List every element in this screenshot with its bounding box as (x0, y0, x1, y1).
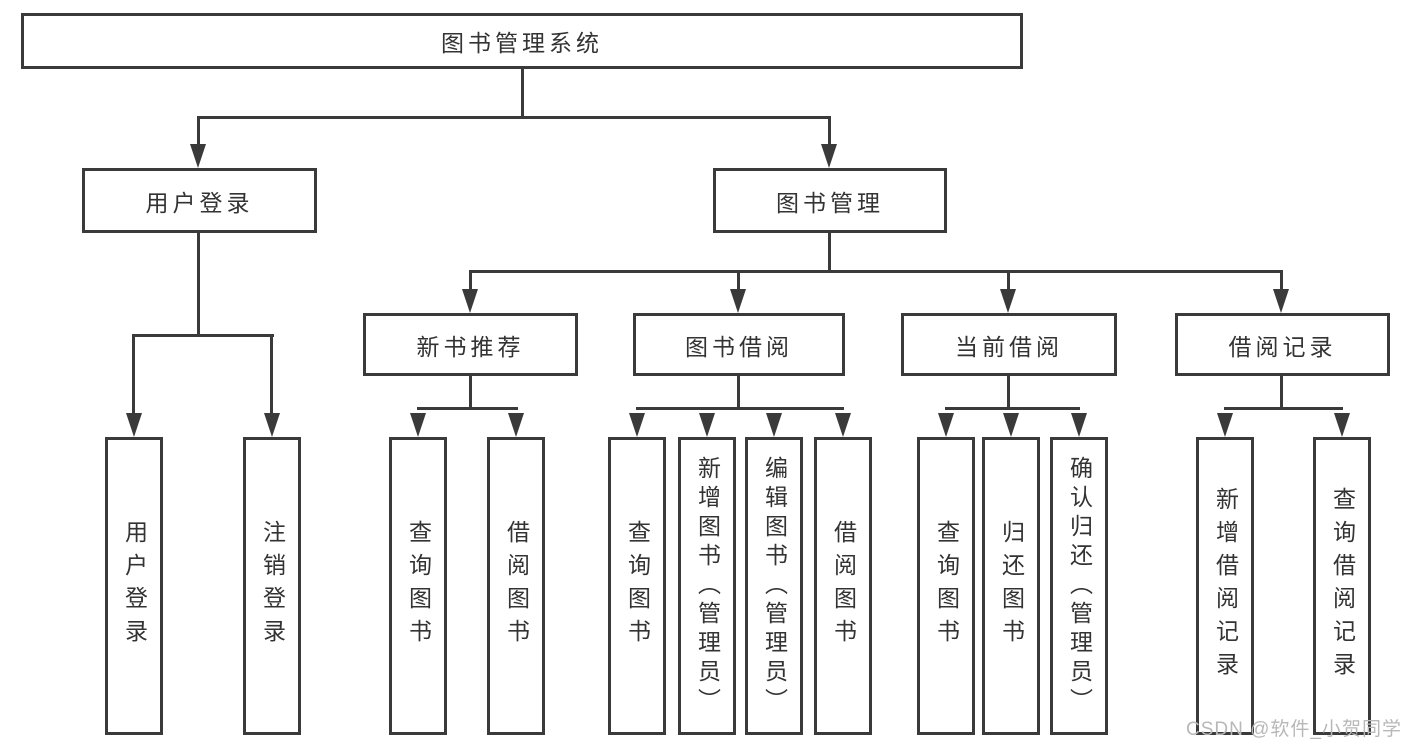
node-label: 借阅记录 (1228, 333, 1337, 360)
arrowhead-bb-edit (766, 413, 782, 437)
node-label: 查询图书 (933, 520, 960, 652)
connector-new-book-rail (417, 407, 518, 410)
connector-borrow-record-stem (1280, 376, 1283, 409)
arrowhead-user-login (190, 144, 206, 168)
arrowhead-bb-query (629, 413, 645, 437)
arrowhead-nb-query (410, 413, 426, 437)
node-label: 新增图书（管理员） (694, 455, 721, 717)
connector-stem-logout (270, 334, 273, 414)
node-label: 借阅图书 (830, 520, 857, 652)
leaf-user-login: 用户登录 (105, 437, 163, 735)
node-label: 新增借阅记录 (1212, 487, 1239, 685)
node-label: 归还图书 (998, 520, 1025, 652)
connector-book-borrow-stem (737, 376, 740, 409)
arrowhead-cb-confirm (1071, 413, 1087, 437)
connector-stem-borrow-record (1280, 270, 1283, 291)
arrowhead-borrow-record (1273, 289, 1289, 313)
connector-current-borrow-rail (945, 407, 1080, 410)
connector-level1-rail (197, 116, 831, 119)
arrowhead-bb-borrow (835, 413, 851, 437)
connector-user-login-stem (197, 233, 200, 336)
connector-current-borrow-stem (1007, 376, 1010, 409)
connector-root-stem (521, 69, 524, 118)
node-new-book-recommend: 新书推荐 (363, 313, 578, 376)
node-label: 确认归还（管理员） (1066, 455, 1093, 717)
node-borrowing-records: 借阅记录 (1175, 313, 1390, 376)
arrowhead-book-mgmt (821, 144, 837, 168)
leaf-br-add-record: 新增借阅记录 (1196, 437, 1254, 735)
connector-stem-login (132, 334, 135, 414)
node-label: 编辑图书（管理员） (761, 455, 788, 717)
connector-user-login-rail (133, 334, 274, 337)
connector-book-borrow-rail (636, 407, 844, 410)
node-user-login: 用户登录 (82, 168, 317, 233)
node-label: 用户登录 (145, 189, 254, 216)
arrowhead-br-add (1217, 413, 1233, 437)
arrowhead-book-borrow (730, 289, 746, 313)
leaf-nb-borrow-books: 借阅图书 (487, 437, 545, 735)
connector-new-book-stem (469, 376, 472, 409)
arrowhead-cb-query (938, 413, 954, 437)
node-current-borrowing: 当前借阅 (901, 313, 1117, 376)
node-label: 图书管理系统 (441, 30, 603, 56)
node-label: 借阅图书 (503, 520, 530, 652)
csdn-watermark: CSDN @软件_小贺同学 (1186, 719, 1402, 740)
arrowhead-current-borrow (1000, 289, 1016, 313)
node-label: 图书管理 (776, 189, 884, 216)
arrowhead-bb-add (699, 413, 715, 437)
node-label: 新书推荐 (416, 333, 525, 360)
leaf-cb-return-books: 归还图书 (982, 437, 1040, 735)
leaf-bb-borrow-books: 借阅图书 (814, 437, 872, 735)
leaf-bb-add-books-admin: 新增图书（管理员） (678, 437, 736, 735)
node-label: 当前借阅 (955, 333, 1063, 360)
connector-stem-current-borrow (1007, 270, 1010, 291)
arrowhead-login (126, 413, 142, 437)
node-label: 查询图书 (624, 520, 651, 652)
leaf-cb-query-books: 查询图书 (917, 437, 975, 735)
arrowhead-logout (264, 413, 280, 437)
node-label: 查询图书 (405, 520, 432, 652)
connector-level2-rail (469, 270, 1283, 273)
node-book-management: 图书管理 (713, 168, 947, 233)
arrowhead-new-book (462, 289, 478, 313)
arrowhead-cb-return (1003, 413, 1019, 437)
node-label: 用户登录 (121, 520, 148, 652)
leaf-nb-query-books: 查询图书 (389, 437, 447, 735)
connector-stem-book-borrow (737, 270, 740, 291)
arrowhead-nb-borrow (508, 413, 524, 437)
leaf-logout: 注销登录 (243, 437, 301, 735)
node-root-system: 图书管理系统 (21, 13, 1023, 69)
connector-stem-book-mgmt (828, 116, 831, 146)
node-label: 注销登录 (259, 520, 286, 652)
arrowhead-br-query (1334, 413, 1350, 437)
connector-stem-user-login (197, 116, 200, 146)
leaf-bb-edit-books-admin: 编辑图书（管理员） (745, 437, 803, 735)
node-book-borrowing: 图书借阅 (633, 313, 845, 376)
node-label: 图书借阅 (685, 333, 793, 360)
leaf-bb-query-books: 查询图书 (608, 437, 666, 735)
connector-borrow-record-rail (1224, 407, 1343, 410)
node-label: 查询借阅记录 (1329, 487, 1356, 685)
leaf-cb-confirm-return-admin: 确认归还（管理员） (1050, 437, 1108, 735)
connector-book-mgmt-stem (828, 233, 831, 272)
connector-stem-new-book (469, 270, 472, 291)
leaf-br-query-record: 查询借阅记录 (1313, 437, 1371, 735)
